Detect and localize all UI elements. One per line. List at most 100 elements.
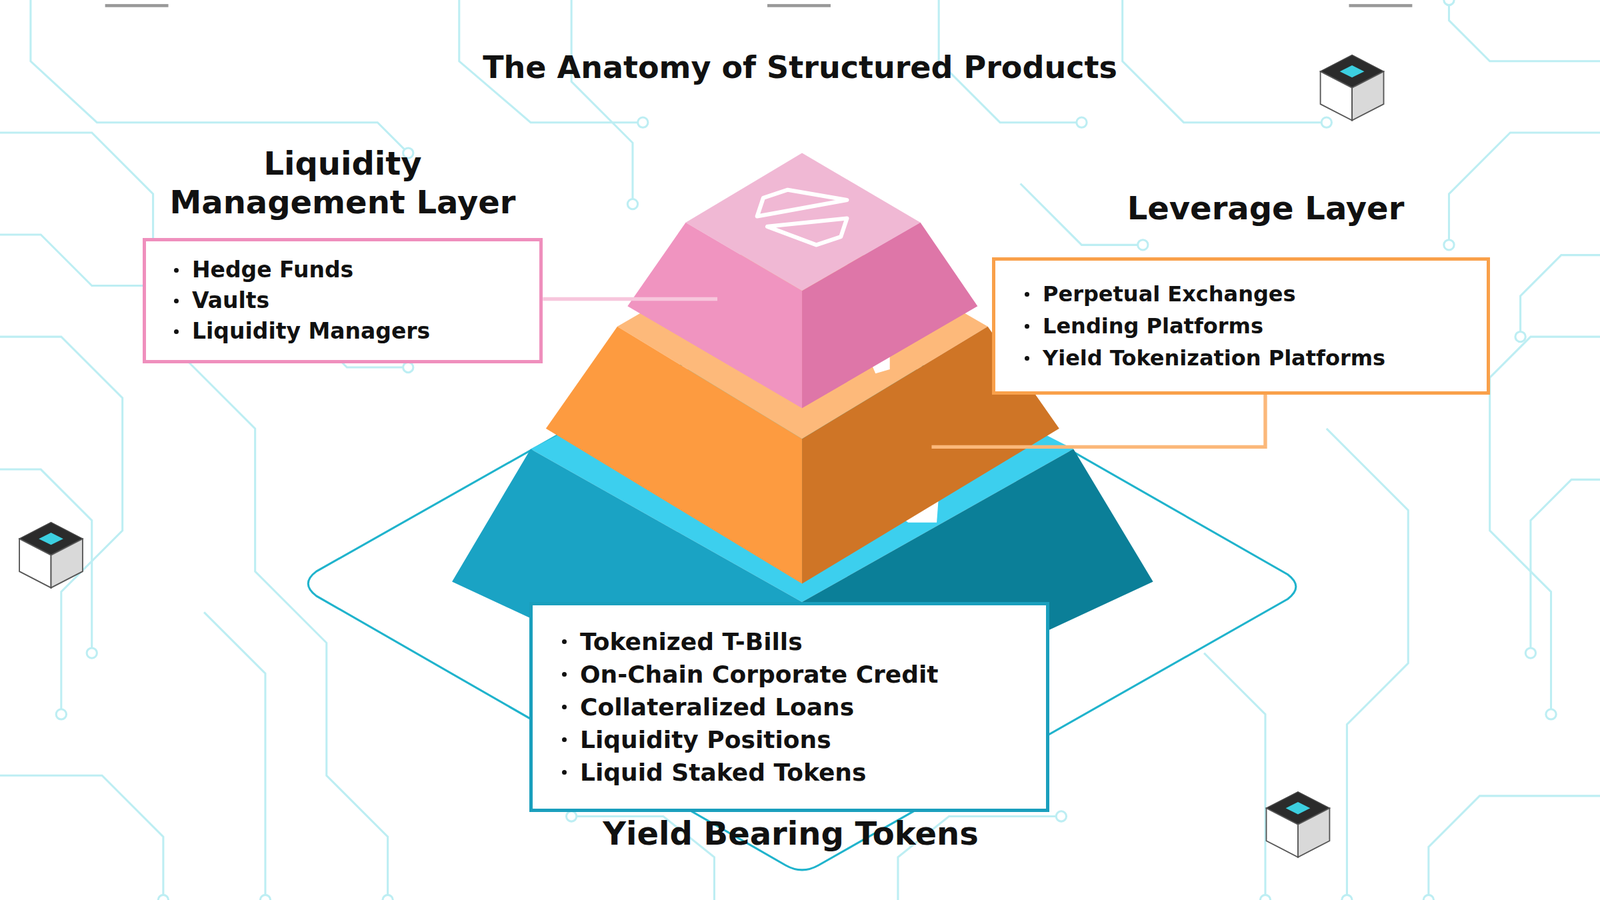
- bullet-item: Lending Platforms: [1024, 310, 1460, 342]
- circuit-pad: [627, 198, 638, 209]
- bullet-item: Liquidity Managers: [174, 316, 513, 347]
- bullet-dot: [562, 737, 567, 742]
- bullet-text: Yield Tokenization Platforms: [1042, 342, 1386, 374]
- liquidity-layer-box: Hedge FundsVaultsLiquidity ManagersLiqui…: [142, 238, 543, 364]
- bullet-item: Collateralized Loans: [562, 690, 1020, 724]
- bullet-text: Perpetual Exchanges: [1042, 278, 1296, 310]
- circuit-pad: [56, 709, 66, 720]
- logo-part: [767, 218, 847, 246]
- bullet-text: Vaults: [192, 285, 270, 316]
- circuit-pad: [1056, 811, 1066, 822]
- bullet-item: Tokenized T-Bills: [562, 625, 1020, 658]
- cube-light: [1286, 802, 1311, 814]
- bullet-dot: [562, 639, 567, 644]
- cube-light: [1340, 65, 1365, 78]
- leader-line: [931, 388, 1266, 448]
- circuit-line: [1122, 0, 1327, 123]
- circuit-line: [1448, 0, 1600, 62]
- cube-left: [1266, 808, 1298, 857]
- bullet-dot: [1024, 324, 1030, 329]
- bullet-dot: [562, 770, 567, 775]
- top-marks: [105, 4, 1413, 8]
- circuit-line: [1326, 428, 1408, 900]
- circuit-line: [0, 469, 92, 654]
- layer-heading: Yield Bearing Tokens: [602, 814, 978, 853]
- circuit-pad: [1138, 240, 1148, 250]
- bullet-text: Tokenized T-Bills: [580, 625, 803, 658]
- yield-tokens-box: Tokenized T-BillsOn-Chain Corporate Cred…: [529, 602, 1050, 812]
- leverage-layer-box: Perpetual ExchangesLending PlatformsYiel…: [992, 257, 1490, 395]
- circuit-line: [1490, 336, 1600, 714]
- bullet-dot: [562, 704, 567, 710]
- circuit-pad: [638, 117, 648, 128]
- circuit-pad: [1321, 117, 1332, 128]
- circuit-line: [30, 0, 408, 154]
- circuit-pad: [1515, 331, 1526, 342]
- bullet-text: Lending Platforms: [1042, 310, 1264, 342]
- bullet-dot: [174, 298, 179, 304]
- bullet-item: Vaults: [174, 285, 513, 316]
- bullet-text: Hedge Funds: [192, 254, 354, 286]
- pink-layer-right: [802, 222, 978, 409]
- cube-left: [1320, 71, 1352, 120]
- top-mark: [1348, 4, 1412, 8]
- circuit-line: [1530, 479, 1600, 653]
- pink-layer-left: [627, 222, 802, 409]
- pink-layer-logo: [757, 190, 848, 246]
- circuit-pad: [382, 894, 393, 900]
- circuit-pad: [1260, 894, 1270, 900]
- bullet-dot: [1024, 356, 1030, 361]
- layer-heading: Liquidity Management Layer: [142, 144, 543, 222]
- cube-right: [1352, 71, 1384, 120]
- diagram-title: The Anatomy of Structured Products: [0, 49, 1600, 86]
- bullet-text: Collateralized Loans: [580, 690, 854, 724]
- circuit-line: [571, 0, 633, 204]
- circuit-line: [1520, 255, 1600, 337]
- cube-icon: [1320, 55, 1384, 121]
- circuit-line: [1448, 132, 1600, 245]
- circuit-line: [204, 612, 266, 900]
- circuit-pad: [158, 894, 168, 900]
- circuit-pad: [1444, 0, 1454, 6]
- bullet-item: Liquid Staked Tokens: [562, 756, 1020, 789]
- bullet-text: Liquidity Managers: [192, 316, 430, 347]
- circuit-pad: [1342, 894, 1352, 900]
- top-mark: [767, 4, 831, 8]
- bullet-item: Hedge Funds: [174, 254, 513, 286]
- circuit-line: [1020, 184, 1144, 246]
- cube-icon: [1266, 792, 1330, 858]
- circuit-pad: [566, 811, 576, 822]
- leader-line: [542, 297, 718, 301]
- cube-left: [19, 538, 51, 588]
- circuit-line: [1204, 653, 1266, 900]
- cube-icon: [19, 522, 83, 588]
- circuit-pad: [403, 362, 414, 372]
- circuit-line: [0, 775, 164, 900]
- logo-part: [757, 190, 848, 217]
- circuit-line: [0, 336, 123, 714]
- bullet-dot: [562, 672, 567, 677]
- bullet-dot: [174, 329, 179, 334]
- cube-icons: [19, 55, 1384, 858]
- bullet-dot: [174, 268, 179, 273]
- circuit-pad: [1525, 648, 1536, 658]
- circuit-line: [184, 357, 388, 900]
- cube-right: [51, 538, 83, 588]
- circuit-pad: [1423, 894, 1434, 900]
- bullet-text: Liquidity Positions: [580, 723, 832, 756]
- bullet-item: Liquidity Positions: [562, 723, 1020, 756]
- cube-right: [1298, 808, 1330, 857]
- bullet-text: Liquid Staked Tokens: [580, 756, 866, 789]
- bullet-text: On-Chain Corporate Credit: [580, 658, 939, 691]
- circuit-pad: [260, 894, 270, 900]
- bullet-item: Yield Tokenization Platforms: [1024, 342, 1460, 374]
- bullet-item: Perpetual Exchanges: [1024, 278, 1460, 310]
- circuit-pad: [1444, 240, 1454, 250]
- circuit-line: [1428, 796, 1600, 900]
- circuit-pad: [1076, 117, 1087, 128]
- top-mark: [105, 4, 169, 8]
- circuit-pad: [1546, 709, 1556, 720]
- cube-light: [38, 532, 64, 545]
